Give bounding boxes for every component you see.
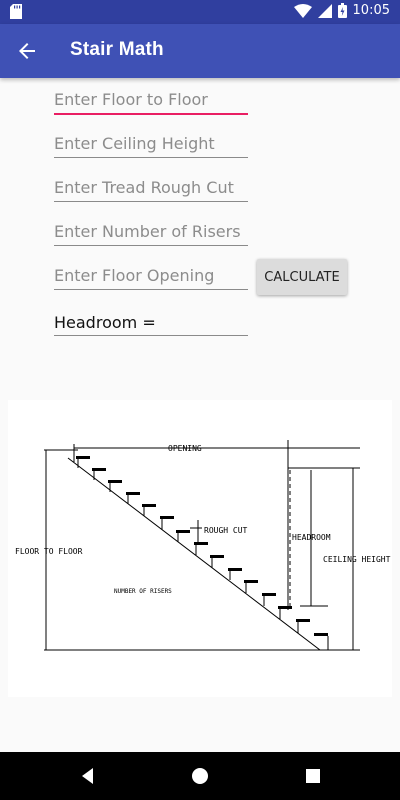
arrow-back-icon[interactable]: [14, 39, 40, 63]
ceiling-height-label: CEILING HEIGHT: [323, 555, 391, 564]
app-bar: Stair Math: [0, 24, 400, 78]
nav-home-icon[interactable]: [190, 766, 210, 786]
headroom-result: Headroom =: [54, 313, 248, 336]
sd-card-icon: [10, 4, 22, 19]
stair-diagram-drawing: OPENING ROUGH CUT HEADROOM CEILING HEIGH…: [15, 440, 391, 651]
floor-to-floor-input[interactable]: [54, 90, 248, 115]
signal-icon: [317, 3, 332, 18]
navigation-bar: [0, 752, 400, 800]
number-of-risers-input[interactable]: [54, 222, 248, 246]
ceiling-height-input[interactable]: [54, 134, 248, 158]
status-bar: 10:05: [0, 0, 400, 24]
stair-diagram: OPENING ROUGH CUT HEADROOM CEILING HEIGH…: [8, 400, 392, 697]
status-icons: 10:05: [293, 3, 390, 18]
wifi-icon: [293, 3, 312, 18]
nav-recents-icon[interactable]: [303, 766, 323, 786]
tread-rough-cut-input[interactable]: [54, 178, 248, 202]
floor-opening-input[interactable]: [54, 266, 248, 290]
status-time: 10:05: [352, 3, 390, 18]
battery-icon: [337, 3, 347, 18]
rough-cut-label: ROUGH CUT: [204, 526, 248, 535]
nav-back-icon[interactable]: [78, 766, 98, 786]
headroom-diagram-label: HEADROOM: [292, 533, 331, 542]
calculate-button[interactable]: CALCULATE: [257, 259, 347, 295]
floor-to-floor-label: FLOOR TO FLOOR: [15, 547, 83, 556]
number-of-risers-label: NUMBER OF RISERS: [114, 588, 172, 595]
opening-label: OPENING: [168, 444, 202, 453]
page-title: Stair Math: [70, 39, 164, 60]
